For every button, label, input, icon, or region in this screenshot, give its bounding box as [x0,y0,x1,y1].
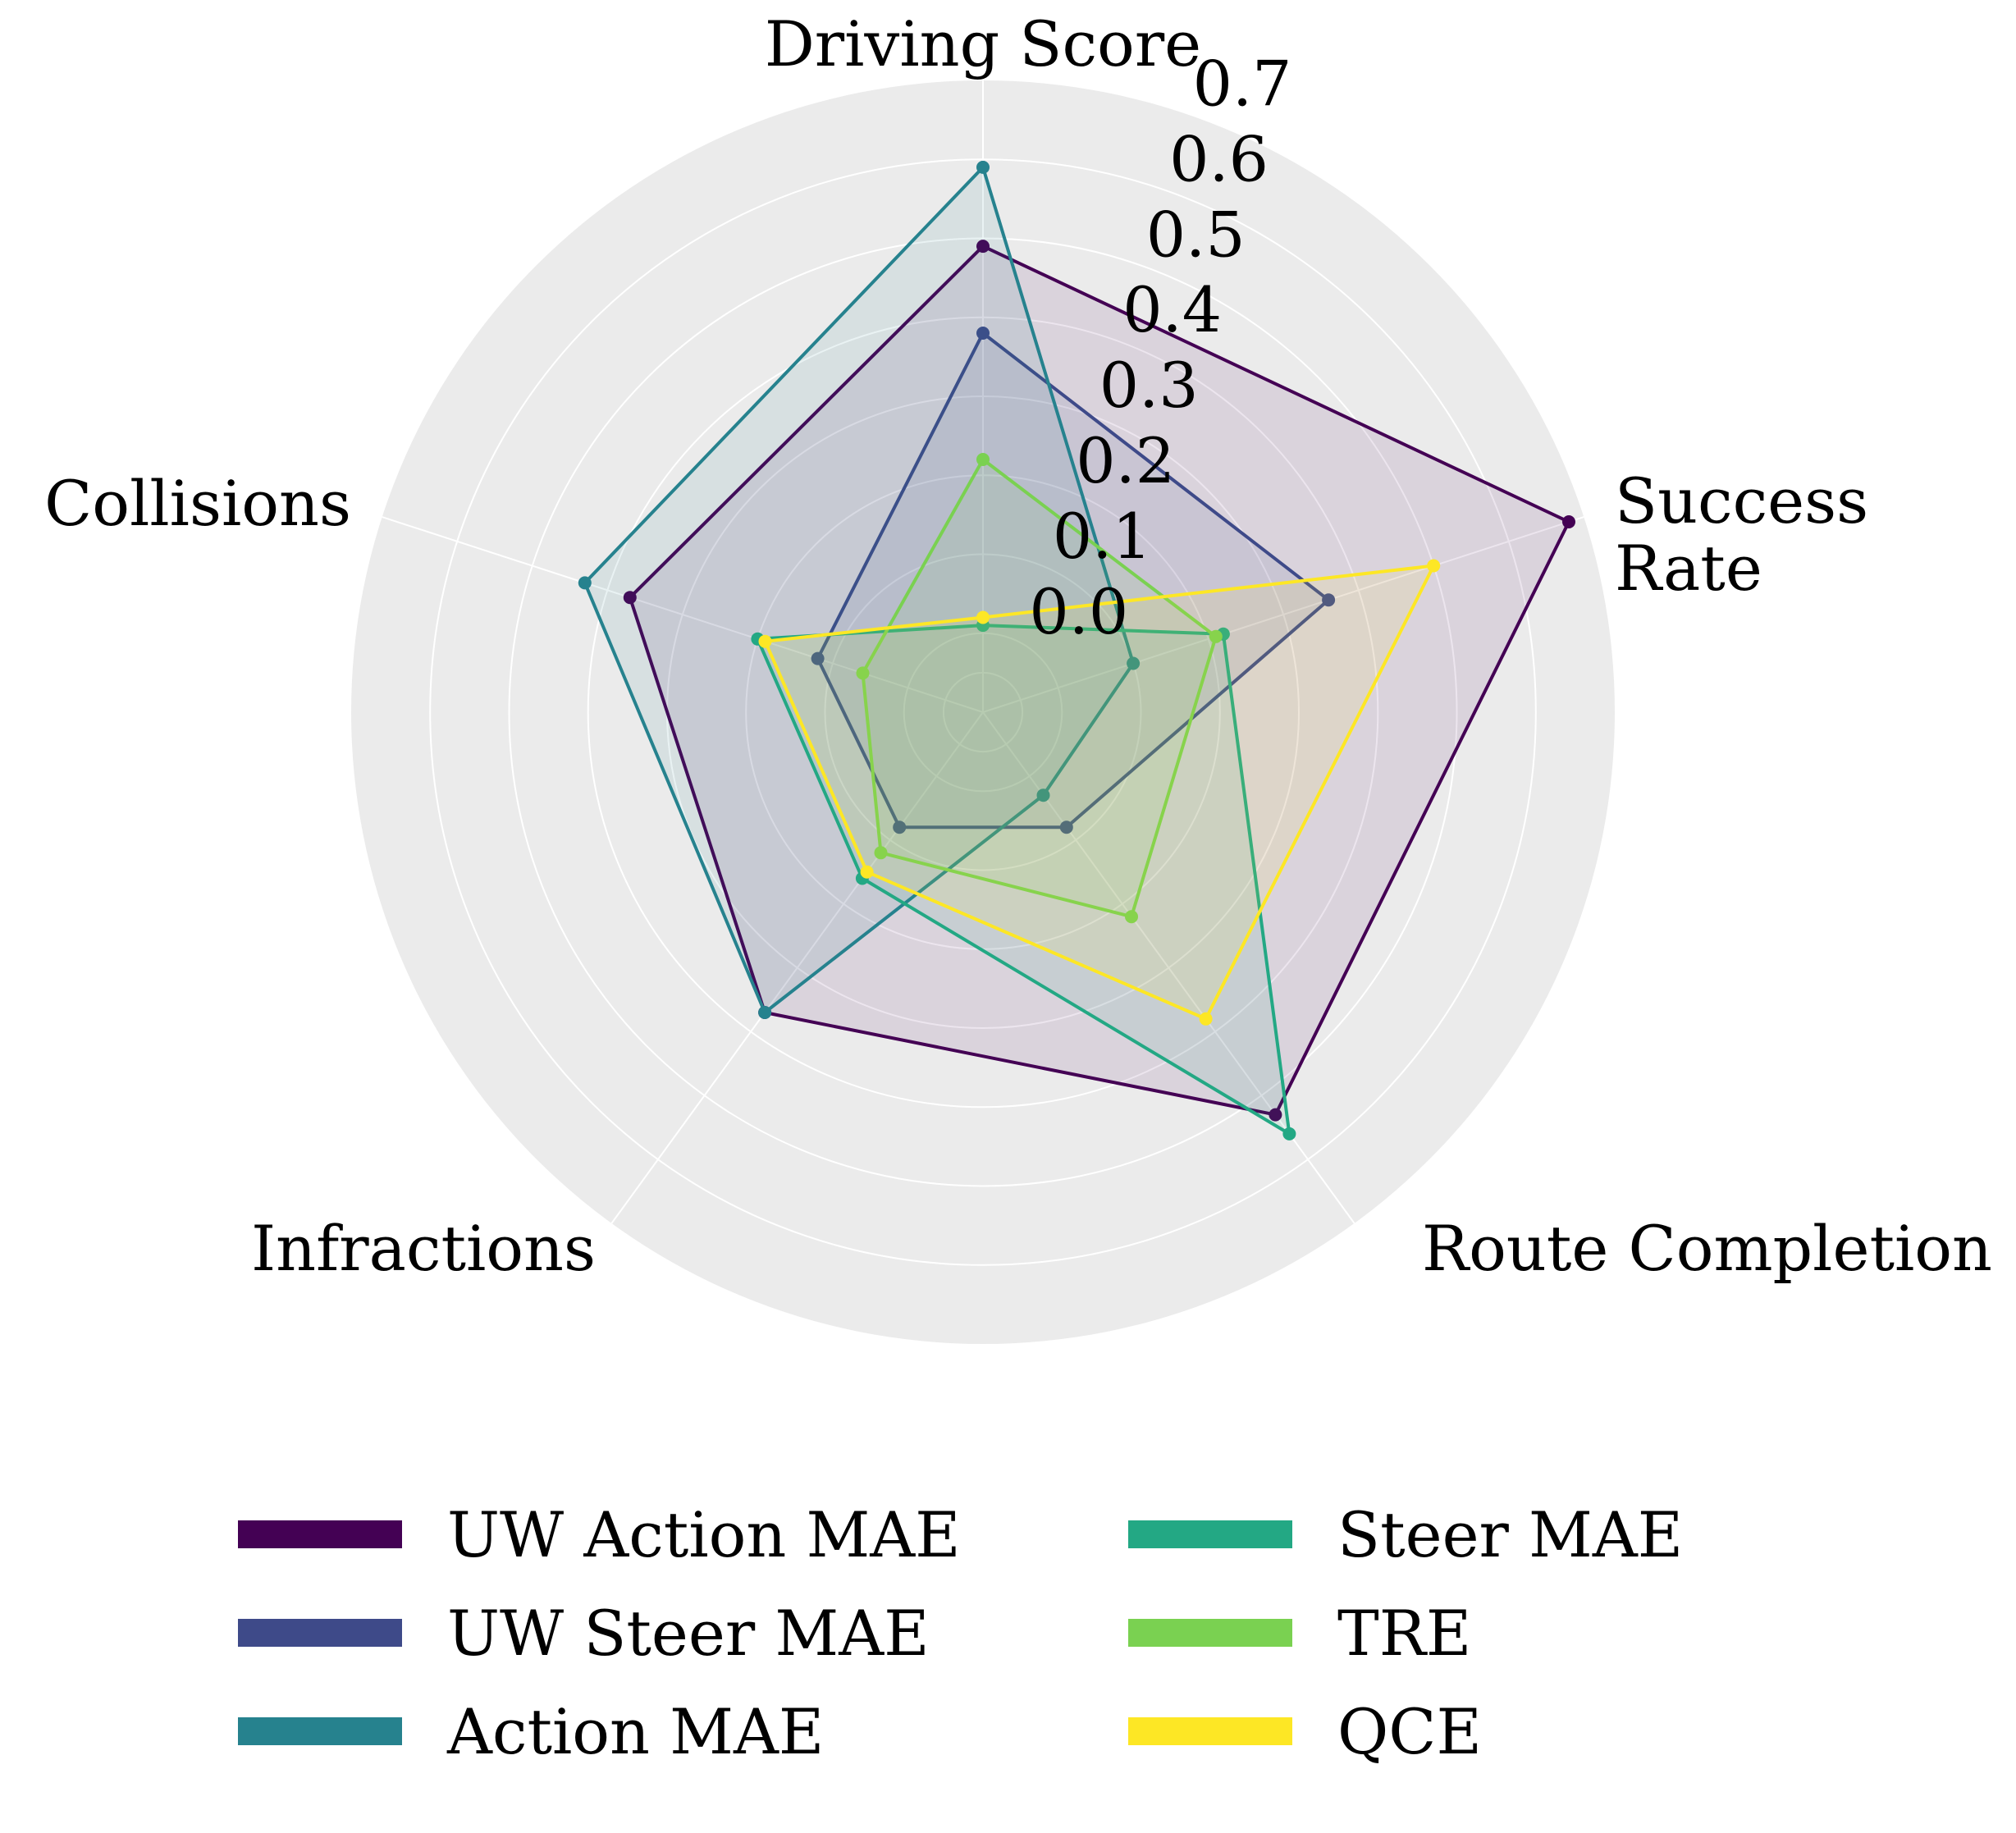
legend-label: Steer MAE [1337,1497,1684,1571]
legend-swatch [238,1717,402,1745]
data-point [1322,593,1336,607]
axis-label-route-completion: Route Completion [1422,1212,1992,1285]
series-tre [856,453,1223,924]
data-point [758,634,772,648]
data-point [1209,629,1223,643]
data-point [1199,1012,1213,1026]
axis-labels: Driving Score Success Rate Route Complet… [44,7,1992,1285]
data-point [976,453,990,466]
series-line [816,331,1331,830]
data-point [758,1006,772,1019]
data-point [1427,559,1441,573]
series-fill [629,246,1569,1115]
legend-swatch [1128,1619,1292,1647]
data-point [1562,515,1575,528]
data-point [1269,1108,1282,1122]
data-point [1059,821,1073,834]
data-point [578,576,592,590]
grid-spoke [610,711,984,1224]
legend-label: TRE [1337,1596,1472,1670]
data-point [1125,910,1138,924]
series-line [628,245,1570,1117]
data-point [1036,789,1050,802]
legend-item-uw-action-mae: UW Action MAE [238,1489,961,1579]
axis-label-driving-score: Driving Score [765,7,1201,80]
radial-tick-label: 0.6 [1169,122,1269,195]
series-fill [765,565,1434,1019]
series-fill [584,167,1134,1012]
legend-label: UW Action MAE [447,1497,961,1571]
grid [382,80,1584,1266]
data-point [976,610,990,624]
legend-swatch [1128,1717,1292,1745]
axis-label-success-rate-line1: Success [1615,464,1868,537]
series-uw-steer-mae [811,327,1336,834]
legend-swatch [238,1619,402,1647]
data-point [623,591,637,605]
legend-swatch [1128,1520,1292,1548]
data-point [976,240,990,254]
radial-tick-label: 0.2 [1076,424,1175,497]
axis-label-infractions: Infractions [251,1212,596,1285]
legend-item-action-mae: Action MAE [238,1686,824,1776]
data-point [856,666,870,680]
legend-item-qce: QCE [1128,1686,1482,1776]
legend-label: QCE [1337,1694,1482,1768]
series-uw-action-mae [623,240,1575,1122]
series-fill [862,459,1216,917]
data-point [1282,1127,1296,1140]
data-point [860,865,874,879]
grid-spoke [382,516,984,713]
axis-label-success-rate: Success Rate [1615,464,1888,605]
data-point [874,846,888,860]
radial-tick-label: 0.1 [1053,500,1152,573]
series-line [763,564,1436,1021]
series-fill [757,625,1290,1134]
data-point [976,327,990,340]
series-qce [758,559,1441,1026]
tick-labels: 0.00.10.20.30.40.50.60.7 [1029,47,1291,648]
legend-item-tre: TRE [1128,1588,1471,1678]
legend: UW Action MAE UW Steer MAE Action MAE St… [238,1489,1797,1817]
axis-label-collisions: Collisions [44,467,351,540]
radial-tick-label: 0.7 [1193,47,1292,120]
series-line [861,458,1218,919]
legend-label: UW Steer MAE [447,1596,930,1670]
radial-tick-label: 0.4 [1122,273,1222,346]
series-layer [578,160,1575,1140]
series-fill [817,333,1329,828]
legend-label: Action MAE [447,1694,825,1768]
data-point [811,651,825,665]
data-point [976,160,990,174]
legend-item-steer-mae: Steer MAE [1128,1489,1683,1579]
data-point [1127,656,1141,670]
legend-item-uw-steer-mae: UW Steer MAE [238,1588,930,1678]
radial-tick-label: 0.0 [1029,575,1128,648]
axis-label-success-rate-line2: Rate [1615,532,1762,605]
radial-tick-label: 0.3 [1099,349,1199,422]
legend-swatch [238,1520,402,1548]
data-point [893,821,907,834]
radial-tick-label: 0.5 [1146,198,1246,271]
grid-spoke [982,516,1584,713]
